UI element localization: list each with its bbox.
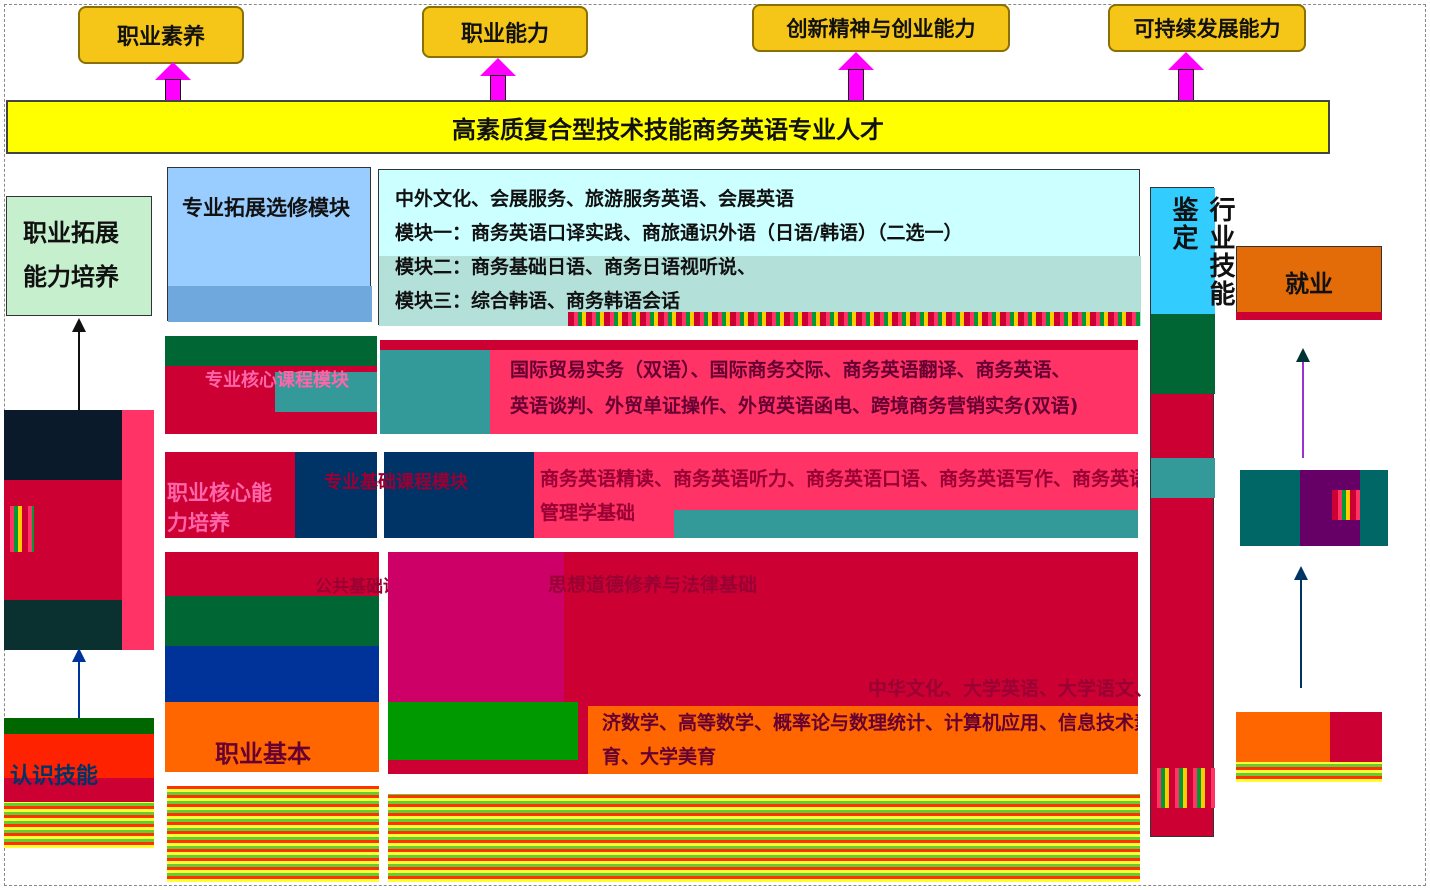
arrow-head-icon [480,58,516,76]
corrupt-pattern [4,506,34,552]
corrupt-block [4,778,154,802]
goal-label: 创新精神与创业能力 [786,17,976,41]
corrupt-block [1151,458,1215,498]
arrow-shaft [1178,69,1194,101]
corrupt-block [588,706,1138,774]
up-arrow-3 [838,52,874,102]
core-module-line: 国际贸易实务（双语）、国际商务交际、商务英语翻译、商务英语、 [510,359,1071,381]
core-module-content: 国际贸易实务（双语）、国际商务交际、商务英语翻译、商务英语、 英语谈判、外贸单证… [380,340,1138,434]
basic-module-title: 专业基础课程模块 [324,472,468,493]
connector-line [1302,362,1304,458]
up-arrow-2 [480,58,516,102]
goal-label: 职业素养 [116,25,205,50]
public-module-line: 济数学、高等数学、概率论与数理统计、计算机应用、信息技术素养、安全教 [602,712,1138,734]
arrow-shaft [848,69,864,101]
corrupt-block [122,410,154,650]
core-module-title: 专业核心课程模块 [205,370,349,391]
corrupt-block [165,336,377,366]
goal-professional-quality: 职业素养 [78,6,244,64]
elective-module-content: 中外文化、会展服务、旅游服务英语、会展英语 模块一：商务英语口译实践、商旅通识外… [378,169,1141,326]
corrupt-block [384,452,534,538]
corrupt-pattern [4,802,154,848]
public-module-line: 思想道德修养与法律基础 [548,574,758,596]
elective-line: 模块三：综合韩语、商务韩语会话 [395,290,681,312]
industry-skill-label: 行业技能鉴定 [1168,196,1235,308]
arrow-head-icon [1168,52,1204,70]
extension-ability-label: 职业拓展能力培养 [23,219,119,291]
basic-module-content: 专业基础课程模块 商务英语精读、商务英语听力、商务英语口语、商务英语写作、商务英… [324,452,1138,538]
arrow-head-icon [155,62,191,80]
corrupt-block [1330,712,1382,762]
corrupt-block [1236,312,1382,320]
corrupt-pattern [1332,490,1360,520]
extension-ability-box: 职业拓展能力培养 [6,196,152,316]
employment-box: 就业 [1236,246,1382,316]
core-module-line: 英语谈判、外贸单证操作、外贸英语函电、跨境商务营销实务(双语) [510,395,1079,417]
corrupt-block [165,452,295,538]
connector-line [78,660,80,720]
core-ability-box [4,410,154,650]
arrow-head-icon [1296,348,1310,362]
basic-module-line: 管理学基础 [540,502,636,524]
arrow-shaft [490,75,506,101]
foundation-label: 认识技能 [10,764,99,789]
foundation-box: 认识技能 [4,718,154,848]
corrupt-block [275,372,377,412]
arrow-head-icon [72,318,86,332]
employment-middle-box [1240,470,1388,546]
elective-module-title: 专业拓展选修模块 [167,167,372,322]
goal-label: 职业能力 [460,22,549,47]
corrupt-block [388,552,564,702]
corrupt-block [4,718,154,734]
elective-title-text: 专业拓展选修模块 [182,196,350,220]
basic-module-title-box: 职业核心能力培养 [165,452,377,538]
corrupt-pattern [568,312,1140,326]
corrupt-pattern [388,794,1140,882]
arrow-shaft [165,79,181,101]
industry-skill-box: 行业技能鉴定 [1150,187,1235,837]
basic-module-line: 商务英语精读、商务英语听力、商务英语口语、商务英语写作、商务英语 [540,468,1138,490]
goal-sustainable: 可持续发展能力 [1108,4,1306,52]
title-box-band [168,286,372,322]
banner-text: 高素质复合型技术技能商务英语专业人才 [452,115,884,144]
connector-line [78,330,80,412]
public-module-title-box: 公共基础课程模块 职业基本 [165,552,451,772]
core-ability-label: 职业核心能力培养 [167,481,272,535]
corrupt-pattern [1151,768,1215,808]
goal-innovation: 创新精神与创业能力 [752,4,1010,52]
employment-label: 就业 [1285,269,1333,298]
up-arrow-4 [1168,52,1204,102]
basic-ability-label: 职业基本 [215,740,311,768]
corrupt-block [380,340,1138,350]
corrupt-block [674,510,1138,538]
elective-line: 模块二：商务基础日语、商务日语视听说、 [395,256,757,278]
corrupt-pattern [1236,762,1382,782]
elective-line: 中外文化、会展服务、旅游服务英语、会展英语 [395,188,795,210]
public-module-line: 中华文化、大学英语、大学语文、应用 [868,678,1192,700]
connector-line [1300,578,1302,688]
up-arrow-1 [155,62,191,102]
public-module-content: 思想道德修养与法律基础 中华文化、大学英语、大学语文、应用 济数学、高等数学、概… [388,552,1191,774]
corrupt-block [388,702,578,760]
corrupt-block [380,340,490,434]
arrow-head-icon [838,52,874,70]
corrupt-block [165,596,379,646]
corrupt-pattern [167,786,379,882]
corrupt-block [165,702,379,772]
core-module-title-box: 专业核心课程模块 [165,336,377,434]
talent-goal-banner: 高素质复合型技术技能商务英语专业人才 [6,100,1330,154]
arrow-head-icon [1294,566,1308,580]
elective-line: 模块一：商务英语口译实践、商旅通识外语（日语/韩语）（二选一） [395,222,963,244]
employment-bottom-box [1236,712,1382,782]
corrupt-block [165,552,379,596]
goal-label: 可持续发展能力 [1133,17,1281,41]
goal-professional-ability: 职业能力 [422,6,588,58]
industry-skill-head [1151,188,1215,314]
public-module-line: 育、大学美育 [602,746,717,768]
arrow-head-icon [72,648,86,662]
corrupt-block [1151,314,1215,394]
